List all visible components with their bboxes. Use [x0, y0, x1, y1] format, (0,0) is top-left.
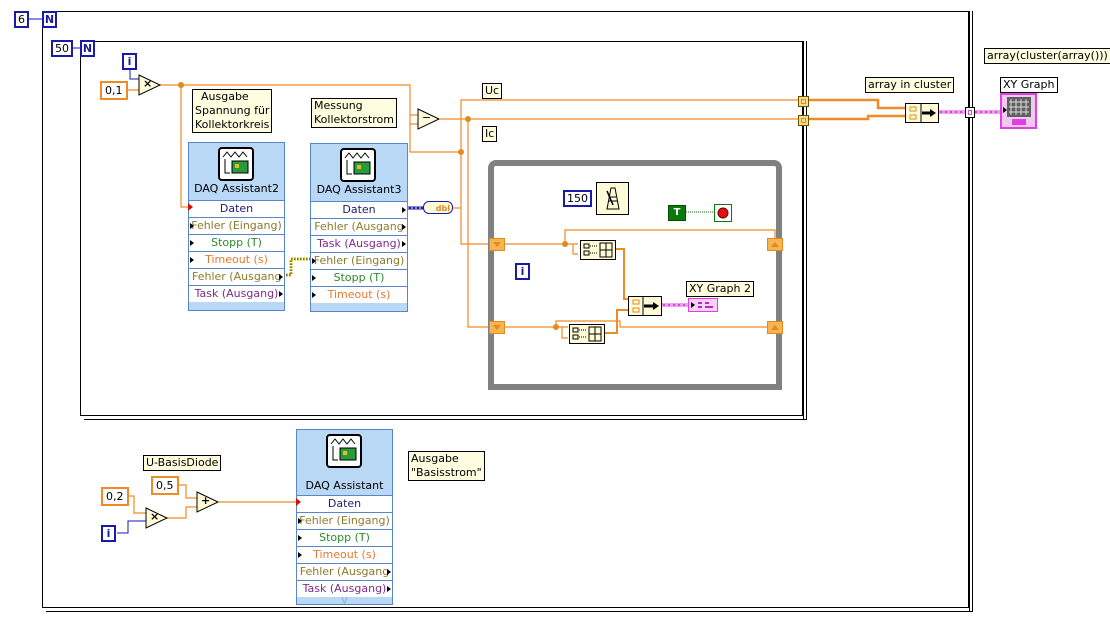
subtract-node[interactable]: [417, 108, 441, 130]
build-array-icon: [572, 326, 602, 342]
outer-for-loop[interactable]: [42, 11, 973, 612]
build-array-icon: [583, 242, 613, 258]
basis-add-operator: +: [201, 494, 211, 507]
basis-add-node[interactable]: [196, 491, 220, 513]
basis-multiply-node[interactable]: [145, 507, 169, 529]
daq3-terminal-task-ausgang[interactable]: Task (Ausgang): [311, 235, 407, 252]
bundle-node-2[interactable]: [628, 296, 662, 316]
outer-loop-count[interactable]: 6: [14, 11, 29, 28]
label-ausgabe-kollektorkreis: Ausgabe Spannung für Kollektorkreis: [192, 89, 273, 133]
outer-loop-n-terminal[interactable]: N: [42, 11, 57, 28]
daten-input-arrow-icon: [296, 498, 301, 506]
daq3-terminal-stopp[interactable]: Stopp (T): [311, 269, 407, 286]
daq3-terminal-daten[interactable]: Daten: [311, 201, 407, 218]
shift-register-right-1[interactable]: [767, 238, 783, 251]
constant-0-1[interactable]: 0,1: [100, 81, 128, 100]
label-uc: Uc: [482, 83, 503, 99]
metronome-icon: [606, 187, 620, 210]
xy-graph-terminal[interactable]: [1000, 93, 1037, 129]
daq1-terminal-task-ausgang[interactable]: Task (Ausgang): [297, 580, 392, 597]
xy-graph-2-terminal[interactable]: [688, 298, 718, 312]
wire-junction: [178, 82, 184, 88]
output-tunnel-uc[interactable]: [798, 96, 809, 107]
daq1-terminal-daten[interactable]: Daten: [297, 495, 392, 512]
constant-0-5[interactable]: 0,5: [151, 476, 179, 495]
output-tunnel-ic[interactable]: [798, 115, 809, 126]
daq-card-icon: [340, 148, 376, 182]
daq1-title: DAQ Assistant: [305, 479, 384, 492]
shift-register-left-2[interactable]: [489, 321, 505, 334]
daq2-terminal-daten[interactable]: Daten: [189, 200, 284, 217]
wire-junction: [458, 149, 464, 155]
label-messung-kollektorstrom: Messung Kollektorstrom: [311, 98, 397, 128]
inner-loop-iteration-terminal[interactable]: i: [122, 53, 137, 70]
daten-input-arrow-icon: [188, 203, 193, 211]
bundle-node[interactable]: [905, 103, 939, 123]
daq2-terminal-fehler-eingang[interactable]: Fehler (Eingang): [189, 217, 284, 234]
daq2-terminal-fehler-ausgang[interactable]: Fehler (Ausgang: [189, 268, 284, 285]
build-array-node-2[interactable]: [569, 324, 605, 344]
wire-junction: [553, 324, 559, 330]
daq-assistant3[interactable]: DAQ Assistant3 Daten Fehler (Ausgang Tas…: [310, 143, 408, 312]
daq2-terminal-task-ausgang[interactable]: Task (Ausgang): [189, 285, 284, 302]
xy-graph-icon: [691, 302, 713, 308]
daq-card-icon: [218, 147, 254, 181]
while-loop[interactable]: [488, 160, 782, 390]
stop-condition-terminal[interactable]: [714, 204, 732, 222]
stop-icon: [717, 207, 729, 219]
label-array-type: array(cluster(array())): [984, 48, 1110, 64]
shift-register-left-1[interactable]: [489, 238, 505, 251]
daq3-terminal-fehler-eingang[interactable]: Fehler (Eingang): [311, 252, 407, 269]
label-xy-graph-2: XY Graph 2: [686, 281, 754, 297]
bundle-icon: [909, 104, 936, 122]
convert-type: dbl: [435, 204, 450, 213]
daq3-title: DAQ Assistant3: [316, 183, 402, 196]
basis-multiply-operator: ×: [150, 510, 160, 523]
constant-0-2[interactable]: 0,2: [101, 487, 129, 506]
shift-register-right-2[interactable]: [767, 321, 783, 334]
convert-from-dynamic-data-node[interactable]: dbl: [423, 201, 453, 214]
label-xy-graph: XY Graph: [1000, 77, 1058, 93]
daq-card-icon: [326, 434, 362, 468]
daq2-title: DAQ Assistant2: [194, 182, 279, 195]
wire-junction: [465, 116, 471, 122]
bundle-icon: [632, 297, 659, 315]
daq3-terminal-fehler-ausgang[interactable]: Fehler (Ausgang: [311, 218, 407, 235]
output-tunnel-cluster[interactable]: [965, 107, 975, 118]
build-array-node-1[interactable]: [580, 240, 616, 260]
multiply-operator: ×: [143, 77, 153, 90]
wire-junction: [562, 241, 568, 247]
daq1-terminal-timeout[interactable]: Timeout (s): [297, 546, 392, 563]
daq2-terminal-stopp[interactable]: Stopp (T): [189, 234, 284, 251]
subtract-operator: −: [422, 111, 432, 124]
while-iteration-terminal[interactable]: i: [515, 263, 530, 280]
multiply-node[interactable]: [138, 74, 162, 96]
wait-ms-node[interactable]: [596, 182, 629, 215]
daq-assistant[interactable]: DAQ Assistant Daten Fehler (Eingang) Sto…: [296, 429, 393, 605]
label-ausgabe-basisstrom: Ausgabe "Basisstrom": [408, 451, 485, 481]
true-constant[interactable]: T: [668, 205, 686, 221]
inner-for-loop[interactable]: [80, 41, 807, 420]
xy-graph-icon: [1003, 97, 1031, 125]
inner-loop-n-terminal[interactable]: N: [80, 40, 95, 57]
daq3-terminal-timeout[interactable]: Timeout (s): [311, 286, 407, 303]
label-ic: Ic: [482, 126, 498, 142]
daq1-terminal-fehler-eingang[interactable]: Fehler (Eingang): [297, 512, 392, 529]
expand-chevron-icon[interactable]: ⋁: [341, 596, 348, 604]
label-array-in-cluster: array in cluster: [865, 77, 955, 93]
wait-ms-constant[interactable]: 150: [563, 190, 592, 207]
daq1-terminal-stopp[interactable]: Stopp (T): [297, 529, 392, 546]
inner-loop-count[interactable]: 50: [51, 40, 73, 57]
basis-iteration-terminal[interactable]: i: [101, 525, 116, 542]
daq1-terminal-fehler-ausgang[interactable]: Fehler (Ausgang: [297, 563, 392, 580]
daq2-terminal-timeout[interactable]: Timeout (s): [189, 251, 284, 268]
label-u-basisdiode: U-BasisDiode: [143, 455, 222, 471]
daq-assistant2[interactable]: DAQ Assistant2 Daten Fehler (Eingang) St…: [188, 142, 285, 311]
